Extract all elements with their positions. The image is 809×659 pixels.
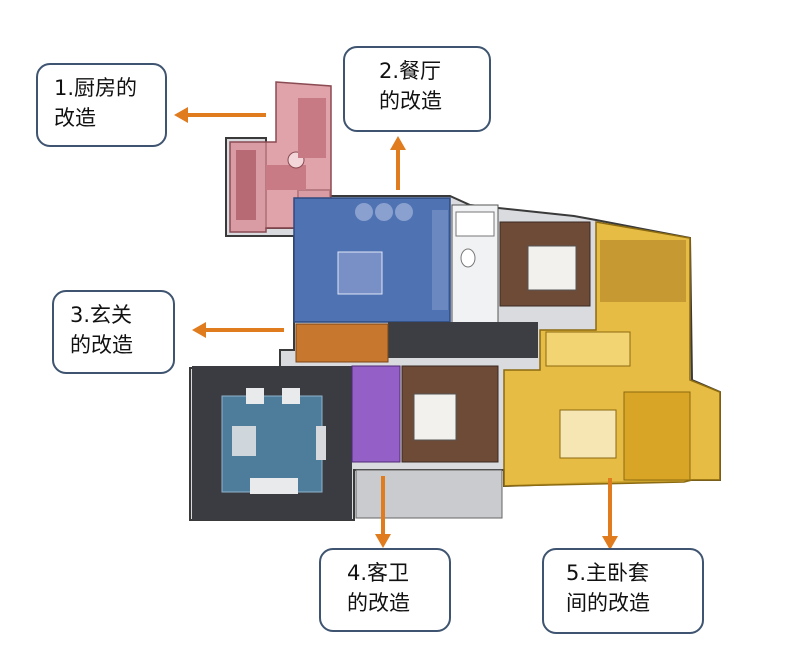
entrance-arrowhead [192, 322, 206, 338]
master-suite-arrow-shaft [608, 478, 612, 538]
callout-master-suite: 5.主卧套 间的改造 [542, 548, 704, 634]
callout-guest-bath-line1: 4.客卫 [347, 561, 410, 585]
kitchen-arrowhead [174, 107, 188, 123]
kitchen-island [266, 165, 306, 190]
callout-guest-bath: 4.客卫 的改造 [319, 548, 451, 632]
lounge-chair-1 [355, 203, 373, 221]
master-bath-floor [600, 240, 686, 302]
callout-kitchen-line2: 改造 [54, 106, 96, 130]
guest-bath-arrowhead [375, 534, 391, 548]
dining-table [337, 251, 383, 295]
guest-bath-zone [351, 365, 401, 463]
bathroom-tub [455, 211, 495, 237]
kitchen-storage [298, 98, 326, 158]
callout-master-suite-line1: 5.主卧套 [566, 561, 650, 585]
guest-bedroom-bed [413, 393, 457, 441]
lounge-chair-2 [375, 203, 393, 221]
coffee-table [232, 426, 256, 456]
callout-master-suite-line2: 间的改造 [566, 591, 650, 615]
dining-sideboard [432, 210, 448, 310]
lounge-chair-3 [395, 203, 413, 221]
callout-guest-bath-line2: 的改造 [347, 591, 410, 615]
callout-kitchen-line1: 1.厨房的 [54, 76, 138, 100]
armchair-2 [282, 388, 300, 404]
callout-dining: 2.餐厅 的改造 [343, 46, 491, 132]
kitchen-counter [236, 150, 256, 220]
entrance-zone [295, 323, 389, 363]
master-bed [559, 409, 617, 459]
master-balcony [623, 391, 691, 481]
callout-entrance-line2: 的改造 [70, 333, 133, 357]
tv-cabinet [316, 426, 326, 460]
master-wardrobe [545, 331, 631, 367]
callout-entrance-line1: 3.玄关 [70, 303, 133, 327]
entrance-arrow-shaft [206, 328, 284, 332]
bathroom-toilet [460, 248, 476, 268]
callout-kitchen: 1.厨房的 改造 [36, 63, 167, 147]
callout-entrance: 3.玄关 的改造 [52, 290, 175, 374]
south-balcony [355, 469, 503, 519]
armchair-1 [246, 388, 264, 404]
corridor [388, 322, 538, 358]
guest-bath-arrow-shaft [381, 476, 385, 536]
kitchen-arrow-shaft [186, 113, 266, 117]
dining-arrowhead [390, 136, 406, 150]
sofa [250, 478, 298, 494]
callout-dining-line1: 2.餐厅 [379, 59, 442, 83]
callout-dining-line2: 的改造 [379, 89, 442, 113]
dining-arrow-shaft [396, 150, 400, 190]
second-bedroom-bed [527, 245, 577, 291]
master-suite-arrowhead [602, 536, 618, 550]
